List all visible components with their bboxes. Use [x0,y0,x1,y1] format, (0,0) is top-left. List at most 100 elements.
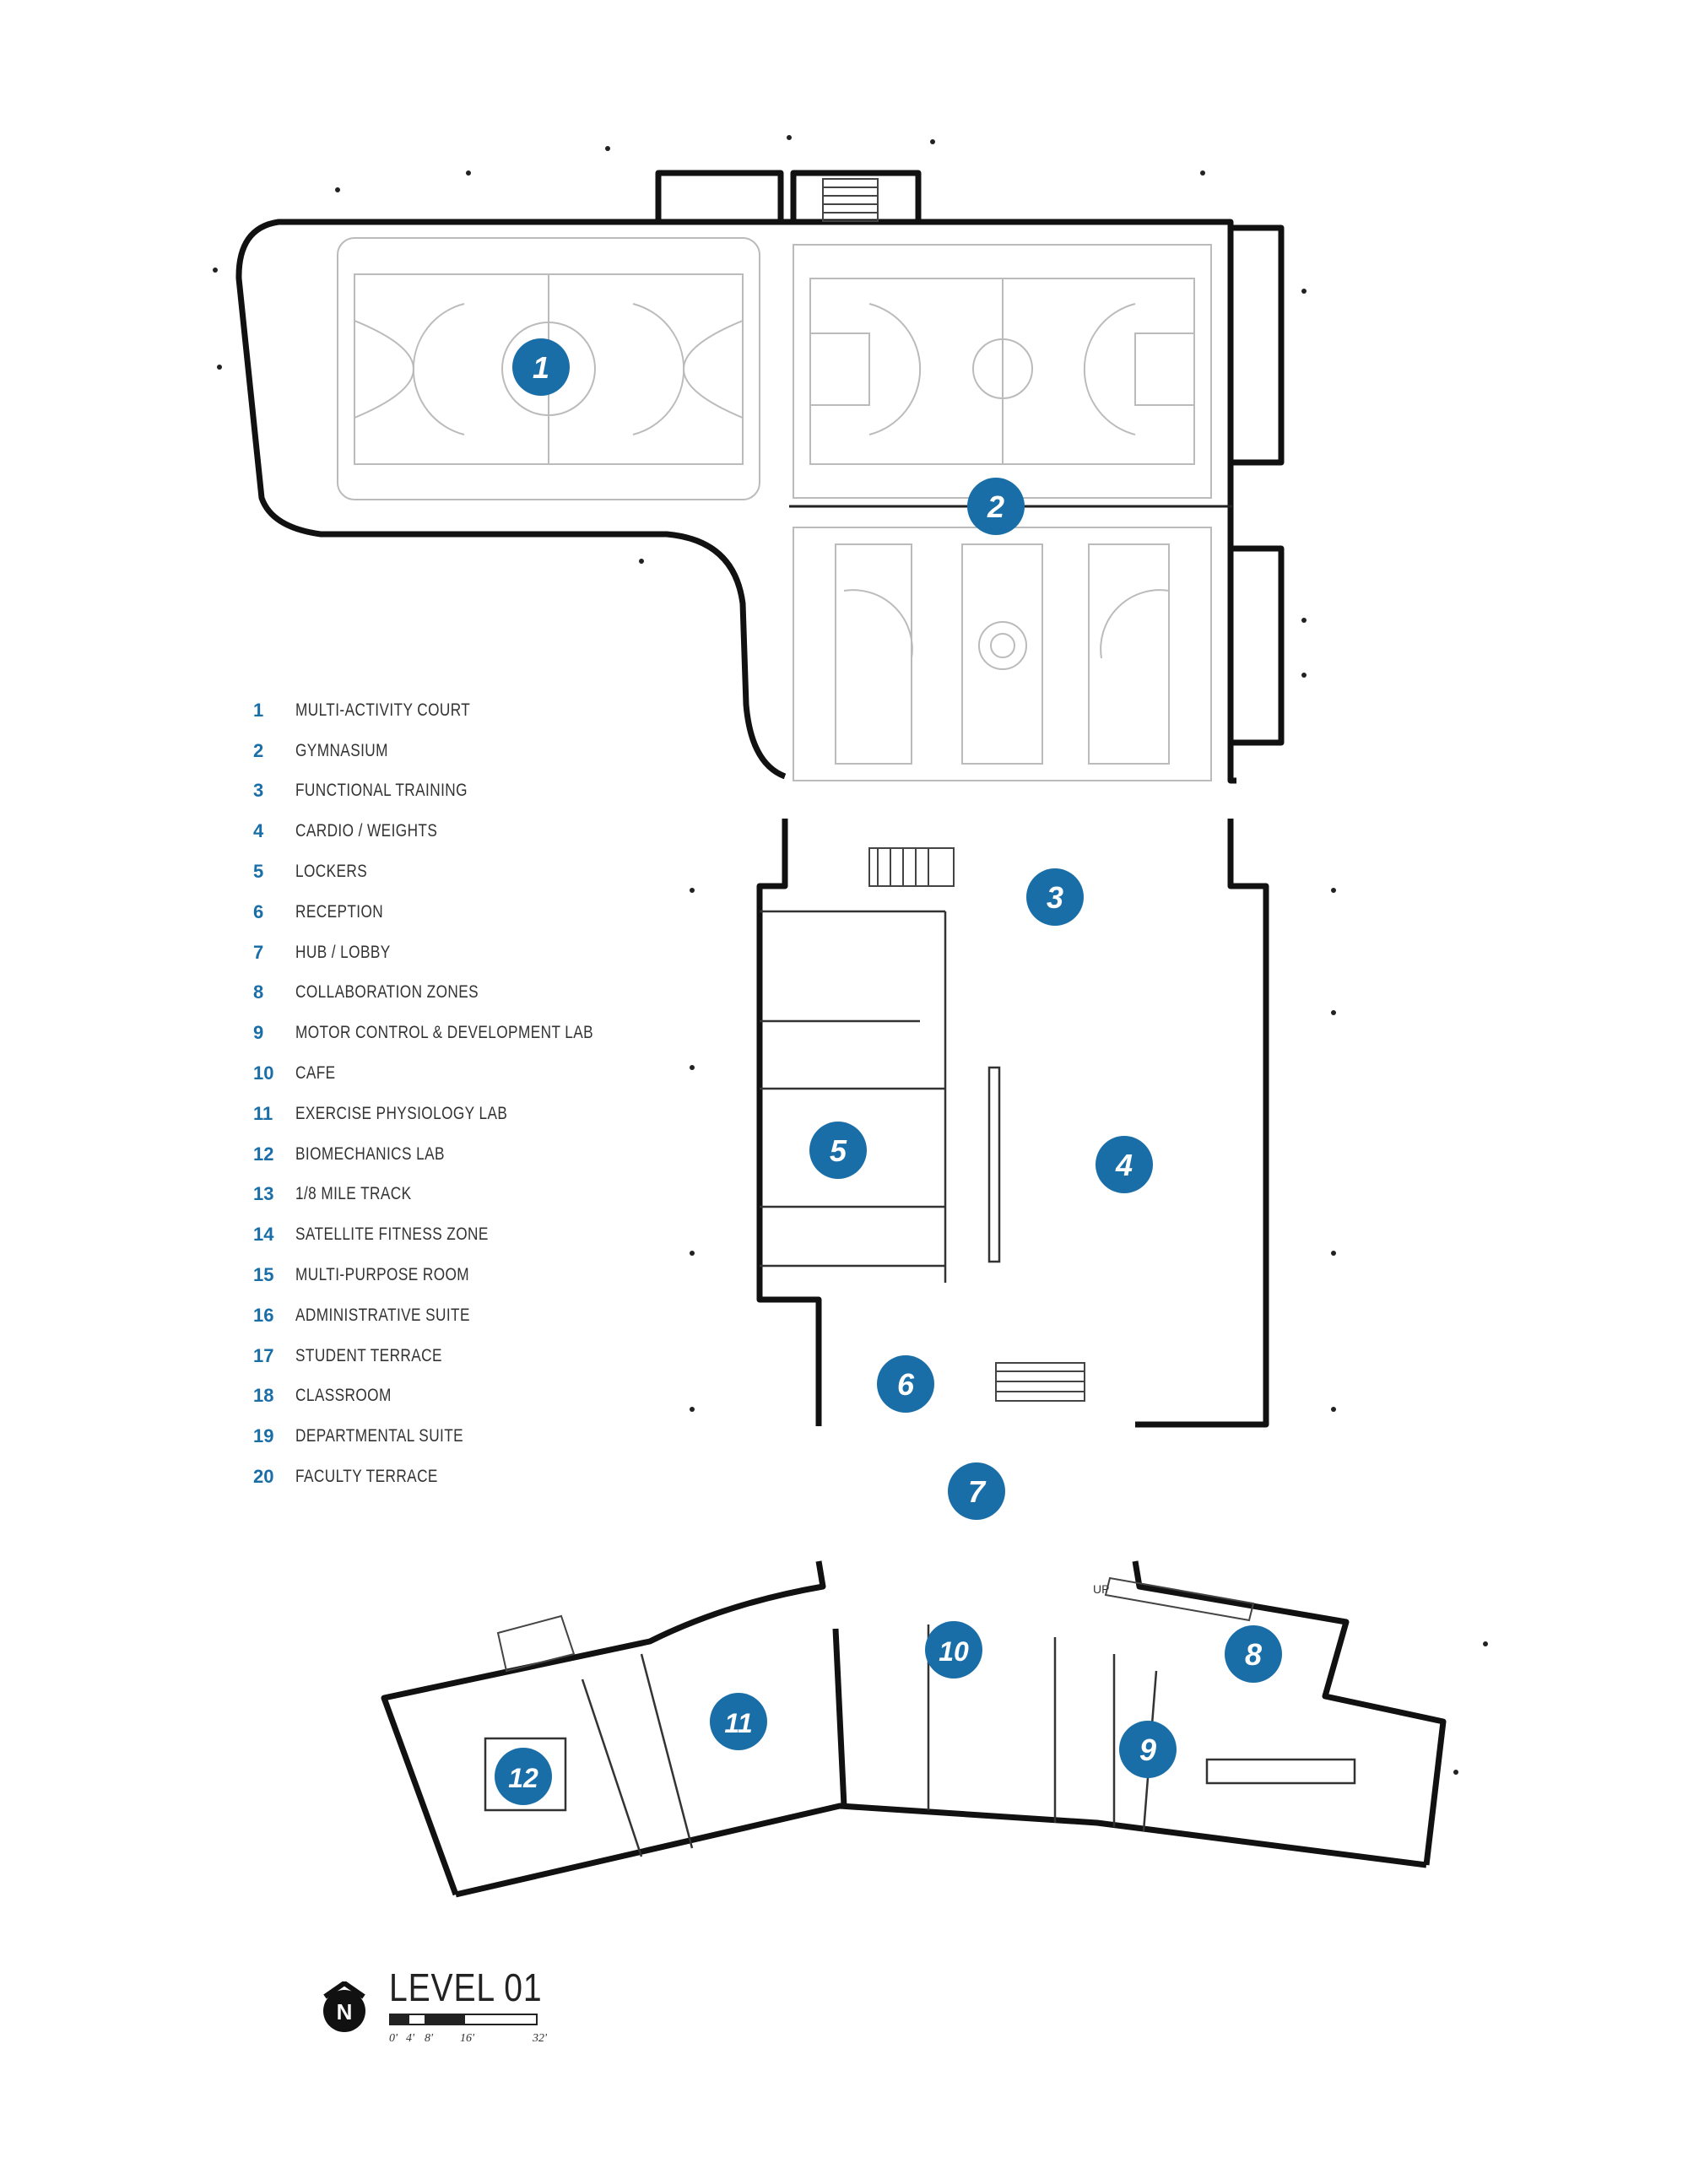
legend-item: 18 CLASSROOM [253,1376,659,1417]
stairs [496,178,1255,1673]
legend-number: 19 [253,1425,274,1447]
legend-number: 10 [253,1062,274,1084]
room-marker-8: 8 [1225,1625,1282,1683]
room-marker-12: 12 [495,1748,552,1805]
gym-courts [789,244,1232,781]
legend-item: 19 DEPARTMENTAL SUITE [253,1416,659,1457]
marker-circle [948,1462,1005,1520]
marker-number: 4 [1115,1148,1133,1182]
title-block: N LEVEL 01 0' 4' 8' 16' 32' [315,1965,585,2057]
legend-label: 1/8 MILE TRACK [295,1184,412,1204]
marker-number: 7 [968,1474,987,1509]
north-letter: N [337,1999,353,2025]
legend-number: 9 [253,1022,264,1044]
legend-number: 8 [253,981,264,1003]
legend-label: SATELLITE FITNESS ZONE [295,1224,489,1245]
marker-circle [967,478,1025,535]
room-marker-10: 10 [925,1621,982,1679]
marker-number: 3 [1047,880,1063,915]
marker-circle [1119,1721,1177,1778]
marker-circle [710,1693,767,1750]
scale-label-32: 32' [533,2032,547,2045]
legend-item: 9 MOTOR CONTROL & DEVELOPMENT LAB [253,1013,659,1053]
marker-circle [1026,868,1084,926]
legend-item: 8 COLLABORATION ZONES [253,973,659,1014]
room-marker-9: 9 [1119,1721,1177,1778]
room-marker-5: 5 [809,1122,867,1179]
legend-item: 17 STUDENT TERRACE [253,1336,659,1376]
legend-item: 3 FUNCTIONAL TRAINING [253,771,659,812]
legend-label: CARDIO / WEIGHTS [295,821,438,841]
site-points [213,135,1488,1775]
legend-label: LOCKERS [295,862,368,882]
legend-item: 1 MULTI-ACTIVITY COURT [253,690,659,731]
legend-number: 17 [253,1344,274,1366]
legend-number: 18 [253,1385,274,1407]
room-marker-3: 3 [1026,868,1084,926]
legend-label: CLASSROOM [295,1386,392,1406]
legend-item: 6 RECEPTION [253,892,659,933]
legend-label: FACULTY TERRACE [295,1467,438,1487]
scale-label-16: 16' [460,2032,474,2045]
marker-number: 2 [987,489,1004,524]
legend-item: 13 1/8 MILE TRACK [253,1175,659,1215]
legend-label: DEPARTMENTAL SUITE [295,1426,464,1446]
legend-item: 7 HUB / LOBBY [253,933,659,973]
marker-circle [1225,1625,1282,1683]
legend-item: 5 LOCKERS [253,851,659,892]
legend-number: 14 [253,1224,274,1246]
marker-circle [925,1621,982,1679]
legend-item: 10 CAFE [253,1053,659,1094]
marker-number: 10 [939,1636,969,1667]
north-arrow-icon: N [323,1981,365,2032]
legend-number: 3 [253,780,264,802]
legend-label: EXERCISE PHYSIOLOGY LAB [295,1103,508,1123]
legend-number: 1 [253,699,264,721]
legend-label: MULTI-ACTIVITY COURT [295,700,471,720]
marker-circle [1096,1136,1153,1193]
marker-number: 1 [533,350,549,385]
scale-label-0: 0' [389,2032,398,2045]
legend-number: 5 [253,861,264,883]
legend-label: MULTI-PURPOSE ROOM [295,1265,470,1285]
legend-label: COLLABORATION ZONES [295,982,479,1003]
marker-number: 6 [897,1367,915,1402]
legend-label: GYMNASIUM [295,740,388,760]
level-title: LEVEL 01 [389,1965,543,2009]
marker-number: 12 [508,1763,538,1793]
room-marker-1: 1 [512,338,570,396]
legend-number: 6 [253,900,264,922]
legend-item: 20 FACULTY TERRACE [253,1457,659,1497]
legend-number: 7 [253,941,264,963]
room-marker-4: 4 [1096,1136,1153,1193]
legend-label: MOTOR CONTROL & DEVELOPMENT LAB [295,1023,594,1043]
marker-number: 11 [724,1708,752,1738]
legend-number: 13 [253,1183,274,1205]
marker-circle [877,1355,934,1413]
legend-number: 4 [253,820,264,842]
marker-circle [512,338,570,396]
legend-label: HUB / LOBBY [295,942,391,962]
legend-label: FUNCTIONAL TRAINING [295,781,468,801]
legend-number: 16 [253,1304,274,1326]
legend-item: 14 SATELLITE FITNESS ZONE [253,1214,659,1255]
legend-number: 20 [253,1466,274,1488]
room-marker-11: 11 [710,1693,767,1750]
legend-label: STUDENT TERRACE [295,1345,442,1365]
court-1-lines [337,237,760,500]
legend-item: 2 GYMNASIUM [253,731,659,771]
room-marker-6: 6 [877,1355,934,1413]
marker-number: 9 [1139,1733,1156,1767]
legend-number: 12 [253,1143,274,1165]
legend-label: CAFE [295,1063,336,1084]
marker-circle [809,1122,867,1179]
scale-bar [389,2014,541,2027]
legend-label: RECEPTION [295,901,384,922]
legend-number: 2 [253,739,264,761]
stair-up-label: UP [1093,1582,1109,1596]
marker-circle [495,1748,552,1805]
